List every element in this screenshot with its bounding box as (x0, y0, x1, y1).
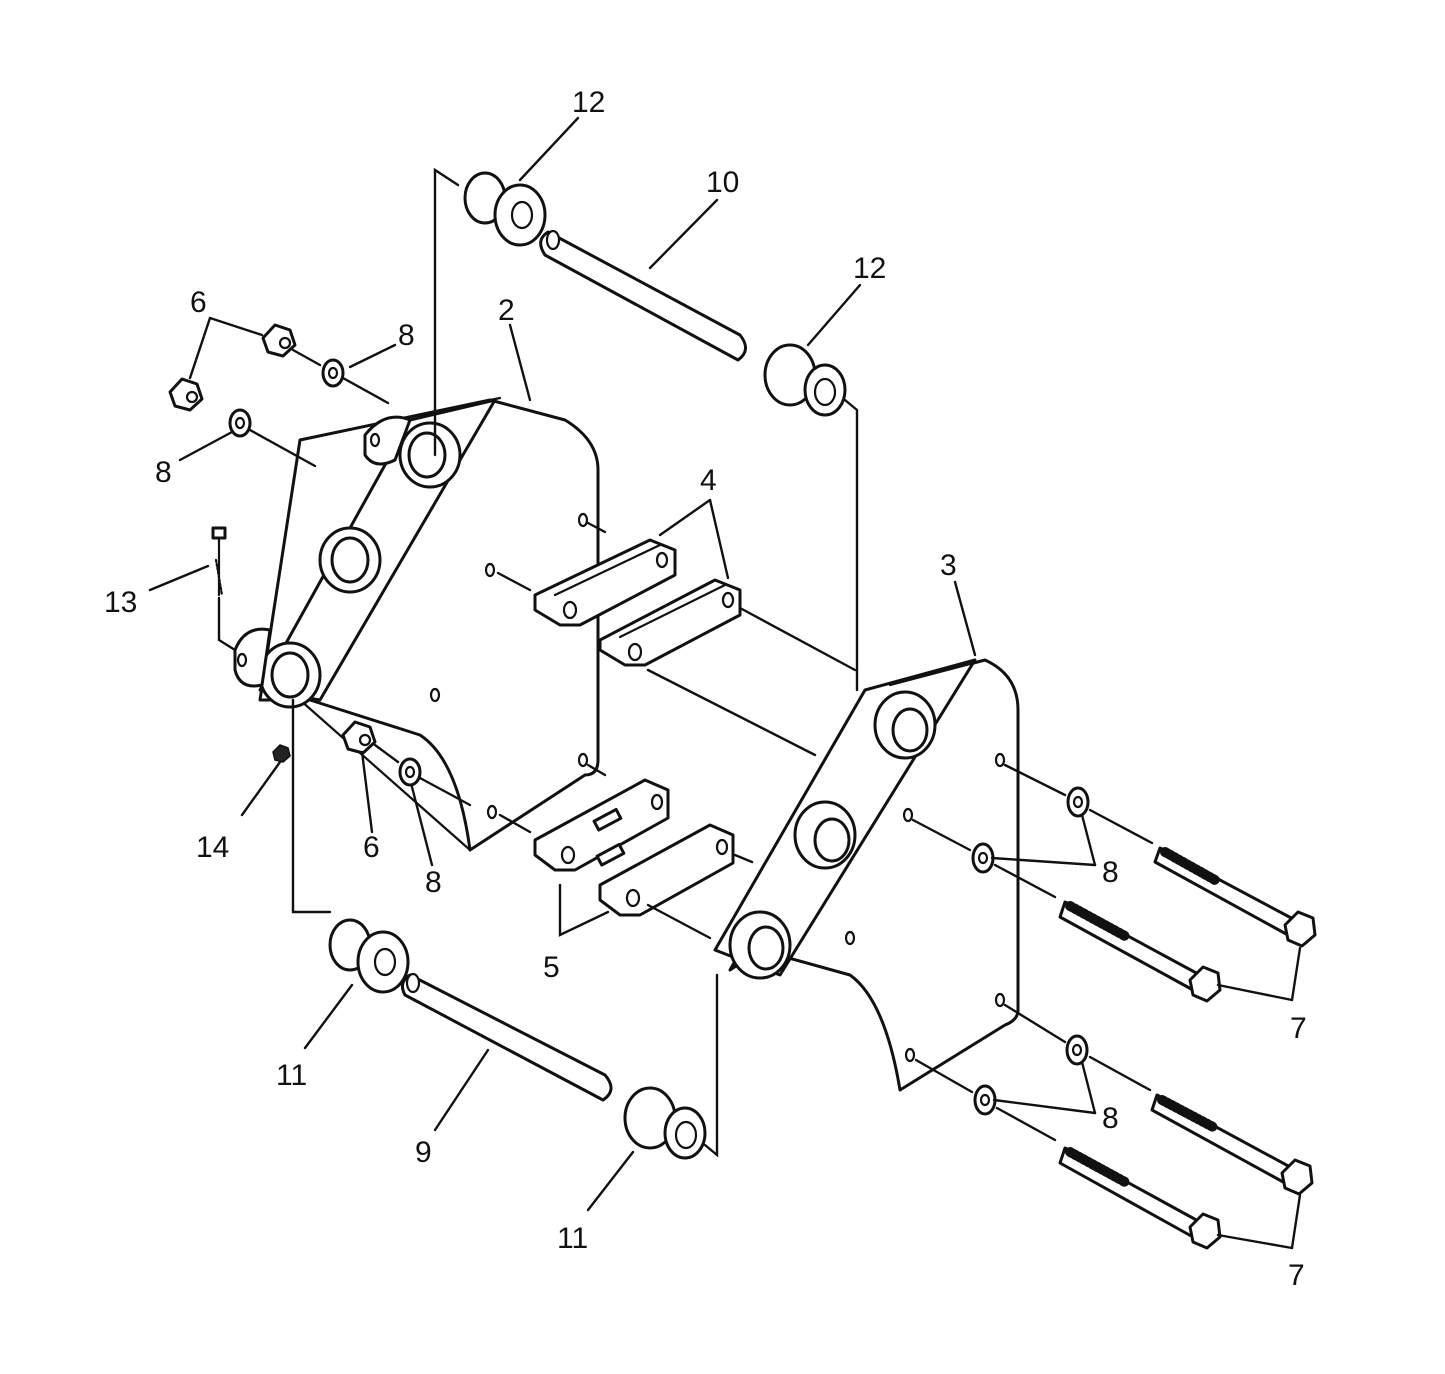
shaft-lower (400, 972, 613, 1102)
callout-2: 2 (498, 294, 515, 327)
washer-right-4 (973, 1084, 997, 1116)
washer-upper-a (321, 358, 345, 388)
side-plate-left (233, 396, 600, 852)
washer-right-2 (971, 842, 995, 874)
bolt-right-4 (1058, 1146, 1222, 1250)
bolt-small (211, 526, 227, 597)
assembly-lines (217, 167, 1154, 1158)
bushing-upper-left (463, 171, 547, 247)
nut-small (272, 744, 291, 763)
callout-10: 10 (706, 166, 739, 199)
washer-lower (398, 757, 422, 787)
bushing-lower-left (328, 918, 410, 994)
callout-12-upper-left: 12 (572, 86, 605, 119)
bolt-right-3 (1150, 1093, 1314, 1196)
side-plate-right (713, 658, 1020, 1092)
spacer-block-lower-a (533, 778, 670, 872)
washer-right-1 (1066, 786, 1090, 818)
bolt-right-2 (1058, 900, 1222, 1003)
callout-6-upper: 6 (190, 286, 207, 319)
washer-right-3 (1065, 1034, 1089, 1066)
callout-11-left: 11 (276, 1059, 307, 1092)
nut-upper-a (261, 323, 297, 358)
callout-7-lower: 7 (1288, 1259, 1305, 1292)
shaft-upper (539, 229, 747, 362)
nut-upper-b (168, 377, 204, 412)
callout-12-upper-right: 12 (853, 252, 886, 285)
callout-4: 4 (700, 464, 717, 497)
callout-9: 9 (415, 1136, 432, 1169)
callout-5: 5 (543, 951, 560, 984)
callout-leaders (148, 116, 1302, 1250)
callout-3: 3 (940, 549, 957, 582)
callout-14: 14 (196, 831, 229, 864)
callout-8-upper-left: 8 (155, 456, 172, 489)
callout-8-right-upper: 8 (1102, 856, 1119, 889)
spacer-block-upper-a (533, 538, 677, 627)
bushing-upper-right (763, 343, 847, 417)
callout-8-right-lower: 8 (1102, 1102, 1119, 1135)
callout-8-lower-left: 8 (425, 866, 442, 899)
washer-upper-b (228, 408, 252, 438)
callout-7-upper: 7 (1290, 1012, 1307, 1045)
bolt-right-1 (1153, 846, 1317, 948)
bushing-lower-right (623, 1086, 707, 1160)
callout-13: 13 (104, 586, 137, 619)
callout-labels: 12 10 12 6 8 2 8 4 3 13 14 6 8 8 5 7 11 … (104, 86, 1307, 1292)
spacer-block-upper-b (598, 578, 742, 667)
spacer-block-lower-b (595, 823, 735, 917)
nut-lower (341, 720, 377, 755)
callout-6-lower: 6 (363, 831, 380, 864)
callout-11-lower: 11 (557, 1222, 588, 1255)
callout-8-upper-right: 8 (398, 319, 415, 352)
